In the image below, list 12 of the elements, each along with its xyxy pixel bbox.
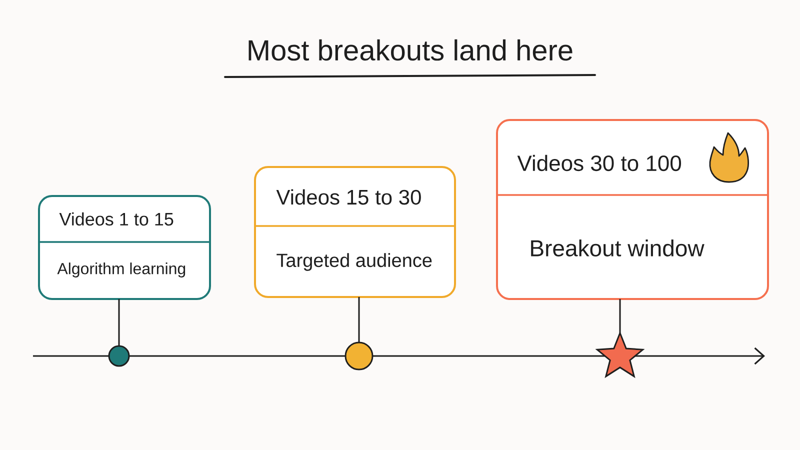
card-heading: Videos 15 to 30	[276, 189, 421, 205]
connector-line	[358, 297, 360, 342]
title: Most breakouts land here	[248, 39, 572, 61]
timeline-dot	[108, 345, 130, 367]
card-heading: Videos 1 to 15	[59, 212, 174, 226]
connector-line	[619, 299, 621, 333]
card-text: Breakout window	[531, 240, 704, 256]
timeline-dot	[344, 342, 374, 370]
card-text: Targeted audience	[276, 253, 432, 271]
card-heading: Videos 30 to 100	[517, 154, 682, 172]
card-text: Algorithm learning	[57, 262, 186, 278]
connector-line	[118, 299, 120, 346]
